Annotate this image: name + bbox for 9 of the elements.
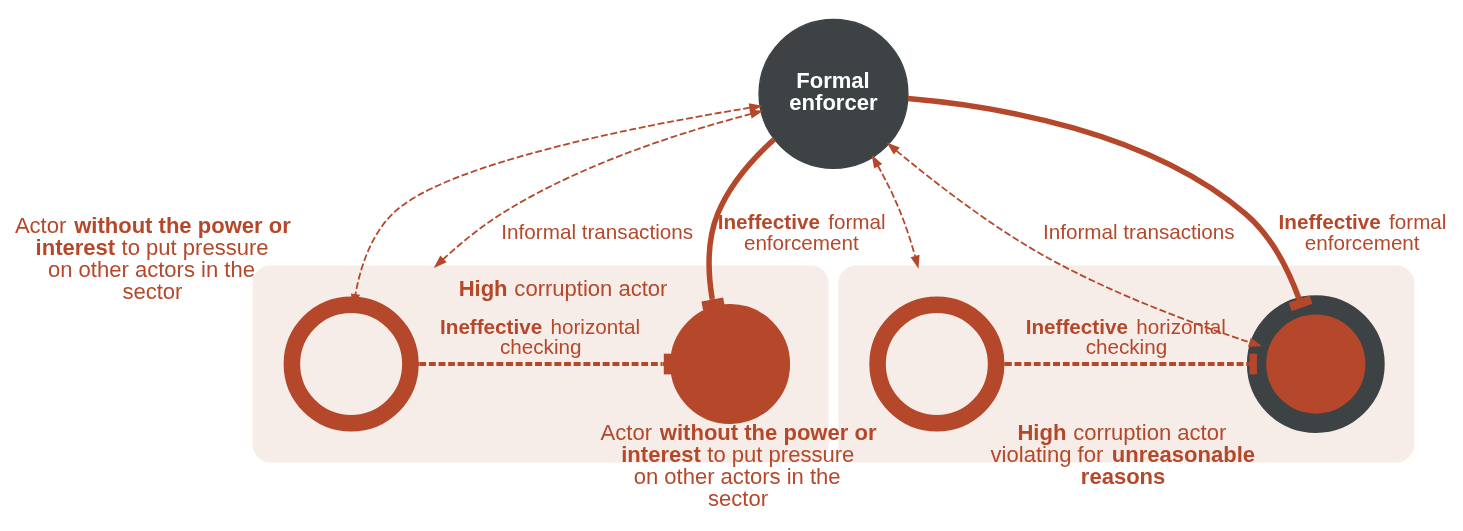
edge-label: Ineffective formal enforcement bbox=[1278, 209, 1447, 254]
node-label: High corruption actor bbox=[458, 276, 668, 302]
edge-label: Ineffective formal enforcement bbox=[717, 209, 886, 254]
node-label: Actor without the power or interest to put pressure on other actors in the sector bbox=[600, 419, 877, 511]
node-label: High corruption actor violating for unreasonable reasons bbox=[990, 419, 1256, 489]
node-label: Actor without the power or interest to put pressure on other actors in the sector bbox=[14, 212, 291, 304]
edge-label: Informal transactions bbox=[1042, 220, 1235, 244]
edge-label: Ineffective horizontal checking bbox=[440, 314, 641, 359]
edge-label: Informal transactions bbox=[501, 220, 694, 244]
